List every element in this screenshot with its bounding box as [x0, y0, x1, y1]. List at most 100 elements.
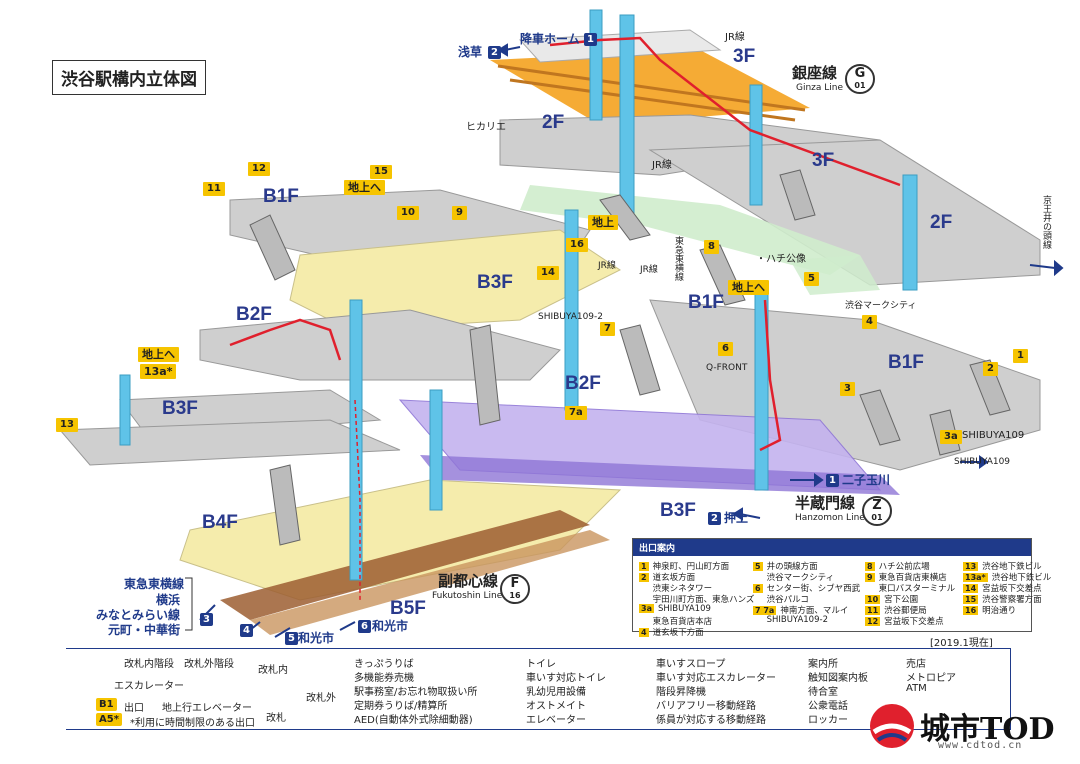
exit-guide-text: 渋谷マークシティ [766, 573, 835, 583]
legend-item: 定期券うりば/精算所 [354, 701, 448, 712]
watermark-url: www.cdtod.cn [938, 740, 1023, 751]
exit-guide-row: 0渋東シネタワー [639, 582, 713, 594]
exit-badge: 2 [983, 362, 998, 376]
label-marksity: 渋谷マークシティ [845, 301, 917, 311]
fukutoshin-line-name: 副都心線 [438, 572, 499, 590]
b2f-left-floor [199, 309, 561, 381]
direction-arrows [199, 43, 1064, 638]
legend-item: 地上行エレベーター [162, 703, 252, 714]
exit-guide-row: 0東口バスターミナル [865, 582, 956, 594]
exit-guide-num: 4 [639, 628, 649, 637]
exit-guide-text: 渋谷警察署方面 [982, 595, 1042, 605]
legend-item: きっぷうりば [354, 659, 414, 670]
label-kousha-home: 降車ホーム [520, 32, 580, 46]
label-minatomirai: みなとみらい線 [96, 608, 181, 622]
legend-item: オストメイト [526, 701, 586, 712]
label-futakotamagawa: 二子玉川 [842, 473, 891, 487]
label-jr-mid: JR線 [652, 160, 672, 171]
elevator-col-1 [619, 14, 635, 216]
label-exit-3-bottom: 3 [200, 613, 213, 626]
floor-label-b1f-center: B1F [688, 292, 724, 313]
watermark-brand: 城市TOD [920, 712, 1055, 747]
exit-guide-text: 明治通り [982, 606, 1017, 616]
page-title: 渋谷駅構内立体図 [52, 60, 206, 95]
exit-guide-text: 宮益坂下交差点 [982, 584, 1042, 594]
legend-item: *利用に時間制限のある出口 [130, 718, 255, 729]
legend-item: 駅事務室/お忘れ物取扱い所 [354, 687, 478, 698]
ginza-line-en: Ginza Line [796, 83, 844, 93]
exit-guide-text: 宇田川町方面、東急ハンズ [652, 595, 755, 605]
exit-guide-text: SHIBUYA109-2 [766, 615, 828, 625]
exit-badge: 16 [566, 238, 588, 252]
exit-guide-num: 11 [865, 606, 881, 615]
label-asakusa: 浅草 [458, 45, 483, 59]
exit-guide-text: 井の頭線方面 [766, 562, 818, 572]
exit-badge: 10 [397, 206, 419, 220]
floor-label-3f-ginza: 3F [733, 46, 756, 67]
floor-label-2f-left: 2F [542, 112, 565, 133]
legend-item: 触知図案内板 [808, 673, 868, 684]
floor-label-2f-right: 2F [930, 212, 953, 233]
legend-item: 車いす対応トイレ [526, 673, 606, 684]
label-chijou-he-1: 地上へ [344, 180, 385, 195]
exit-guide-num: 8 [865, 562, 875, 571]
ginza-line-name: 銀座線 [792, 64, 838, 82]
exit-guide-num: 3a [639, 604, 654, 613]
label-motomachi: 元町・中華街 [108, 623, 181, 637]
legend-item: 売店 [906, 659, 926, 670]
exit-badge: 7a [565, 406, 587, 420]
ginza-line-badge: G 01 [845, 64, 875, 94]
label-shibuya109: SHIBUYA109 [962, 430, 1025, 441]
exit-guide-row: 0宇田川町方面、東急ハンズ [639, 593, 755, 605]
floor-label-b2f-center: B2F [565, 373, 601, 394]
legend-item: ATM [906, 683, 927, 694]
legend-a5-tag: A5* [96, 713, 122, 726]
exit-guide-num: 15 [963, 595, 979, 604]
floor-label-b3f-bottom: B3F [660, 500, 696, 521]
exit-guide-row: 13a*渋谷地下鉄ビル [963, 571, 1051, 583]
legend-item: 公衆電話 [808, 701, 848, 712]
label-yokohama: 横浜 [156, 593, 181, 607]
exit-guide-num: 9 [865, 573, 875, 582]
exit-guide-num: 12 [865, 617, 881, 626]
hanzomon-line-code: Z [872, 498, 882, 513]
legend-item: 改札外階段 [184, 659, 234, 670]
exit-badge: 6 [718, 342, 733, 356]
exit-guide-num: 1 [639, 562, 649, 571]
label-toyoko: 東急東横線 [673, 236, 683, 281]
legend-item: 改札外 [306, 693, 336, 704]
label-exit-13a: 13a* [140, 364, 177, 379]
exit-guide-num: 5 [753, 562, 763, 571]
label-exit-6-bottom: 6 [358, 620, 371, 633]
exit-guide-num: 13a* [963, 573, 988, 582]
legend-item: AED(自動体外式除細動器) [354, 715, 473, 726]
elevator-col-3 [902, 174, 918, 291]
exit-guide-row: 0渋谷パルコ [753, 593, 809, 605]
label-qfront: Q-FRONT [706, 363, 748, 373]
exit-badge: 13 [56, 418, 78, 432]
exit-guide-text: 渋谷地下鉄ビル [991, 573, 1052, 583]
green-walkway [520, 185, 860, 275]
label-chijou-he-3: 地上へ [728, 280, 769, 295]
exit-badge: 3a [940, 430, 962, 444]
exit-guide-text: 道玄坂下方面 [652, 628, 704, 638]
floor-label-b1f-right: B1F [888, 352, 924, 373]
legend-item: トイレ [526, 659, 556, 670]
legend-item: 待合室 [808, 687, 838, 698]
exit-badge: 5 [804, 272, 819, 286]
toyoko-bracket [185, 577, 193, 631]
exit-guide-text: 東口バスターミナル [878, 584, 956, 594]
exit-guide-panel: 出口案内 1神泉町、円山町方面2道玄坂方面0渋東シネタワー0宇田川町方面、東急ハ… [632, 538, 1051, 638]
legend-item: 改札内階段 [124, 659, 174, 670]
exit-guide-row: 0SHIBUYA109-2 [753, 615, 828, 625]
exit-badge: 11 [203, 182, 225, 196]
label-shibuya109-2: SHIBUYA109-2 [538, 312, 604, 322]
legend-item: メトロピア [906, 673, 956, 684]
label-kousha-num: 1 [584, 33, 597, 46]
